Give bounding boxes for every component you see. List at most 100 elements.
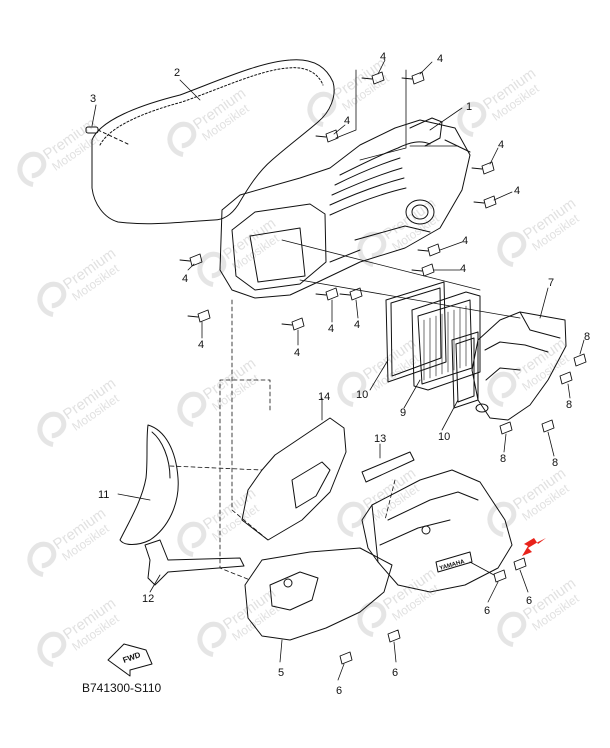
callout-c8d: 8	[552, 457, 558, 469]
callout-c1: 1	[466, 101, 472, 113]
watermark-logo-icon	[37, 411, 67, 448]
watermark-logo-icon	[497, 231, 527, 268]
watermark-logo-icon	[337, 371, 367, 408]
fwd-label: FWD	[122, 650, 142, 665]
callout-c6d: 6	[526, 595, 532, 607]
bolt-4e	[473, 195, 497, 209]
callout-c4d: 4	[498, 139, 504, 151]
bolt-8d	[541, 419, 555, 433]
bolt-6a	[469, 561, 507, 583]
watermark-logo-icon	[17, 151, 47, 188]
lower-cover-5-inner	[269, 571, 319, 611]
callout-c8c: 8	[500, 453, 506, 465]
callout-c4b: 4	[437, 53, 443, 65]
watermark-logo-icon	[487, 371, 517, 408]
watermark-logo-icon	[307, 91, 337, 128]
watermark-logo-icon	[177, 391, 207, 428]
watermark-logo-icon	[197, 621, 227, 658]
callout-c8b: 8	[566, 399, 572, 411]
bolt-4g	[411, 263, 435, 277]
callout-c6a: 6	[336, 685, 342, 697]
watermark-logo-icon	[27, 541, 57, 578]
watermark-logo-icon	[497, 611, 527, 648]
bolt-6d	[339, 651, 353, 665]
diagram-code: B741300-S110	[82, 681, 162, 695]
bolt-4b	[401, 71, 425, 85]
bolt-4l	[339, 287, 363, 301]
bolt-8b	[559, 371, 573, 385]
yamaha-brand-mark: YAMAHA	[439, 559, 466, 572]
callout-c6c: 6	[484, 605, 490, 617]
side-panel-part-11	[119, 424, 179, 545]
callout-c12: 12	[142, 593, 154, 605]
watermark-logo-icon	[177, 521, 207, 558]
bolt-set	[179, 71, 587, 665]
highlight-arrow-icon	[522, 538, 546, 556]
filter-element-part-9	[411, 291, 481, 391]
callout-c4a: 4	[380, 51, 386, 63]
callout-c4h: 4	[182, 273, 188, 285]
filter-seal-part-10a	[385, 281, 447, 383]
bolt-4i	[187, 309, 211, 323]
callout-c4k: 4	[328, 323, 334, 335]
leader-lines	[91, 59, 585, 681]
bolt-4c	[315, 129, 339, 143]
callout-c4j: 4	[294, 347, 300, 359]
bolt-6c	[387, 629, 401, 643]
watermark-logo-icon	[197, 251, 227, 288]
watermark-logo-icon	[37, 281, 67, 318]
lower-cover-hole	[283, 578, 293, 588]
bolt-6b	[513, 557, 527, 571]
callout-c4l: 4	[354, 319, 360, 331]
callout-c8a: 8	[584, 331, 590, 343]
watermark-logo-icon	[337, 501, 367, 538]
bolt-4d	[471, 161, 495, 175]
side-panel-11-edge	[151, 431, 171, 479]
callout-c6b: 6	[392, 667, 398, 679]
callout-c4e: 4	[514, 185, 520, 197]
bolt-4j	[281, 317, 305, 331]
main-side-cover	[361, 469, 513, 593]
air-filter-case-part-1	[219, 117, 471, 299]
cover-14-inner	[291, 461, 331, 509]
bolt-8c	[499, 421, 513, 435]
callout-c13: 13	[374, 433, 386, 445]
callout-c4g: 4	[460, 263, 466, 275]
watermark-logo-icon	[167, 121, 197, 158]
pad-part-13	[361, 451, 415, 483]
bolt-4k	[315, 287, 339, 301]
callout-c9: 9	[400, 407, 406, 419]
callout-c5: 5	[278, 667, 284, 679]
duct-part-7	[471, 311, 567, 421]
callout-c7: 7	[548, 277, 554, 289]
callout-c10b: 10	[438, 431, 450, 443]
bolt-4f	[417, 243, 441, 257]
watermark-logo-icon	[487, 501, 517, 538]
watermark-logo-icon	[37, 631, 67, 668]
bracket-part-12	[144, 539, 245, 586]
filter-seal-part-10b	[451, 331, 479, 409]
watermark-logo-icon	[457, 101, 487, 138]
yamaha-emblem	[435, 551, 473, 573]
bolt-4h	[179, 253, 203, 267]
fwd-arrow-icon	[107, 643, 153, 677]
callout-c11: 11	[98, 489, 109, 501]
watermark-logo-icon	[357, 601, 387, 638]
cover-part-14	[241, 417, 347, 541]
gasket-part-2	[91, 59, 335, 225]
bolt-8a	[573, 353, 587, 367]
callout-c3: 3	[90, 93, 96, 105]
callout-c2: 2	[174, 67, 180, 79]
